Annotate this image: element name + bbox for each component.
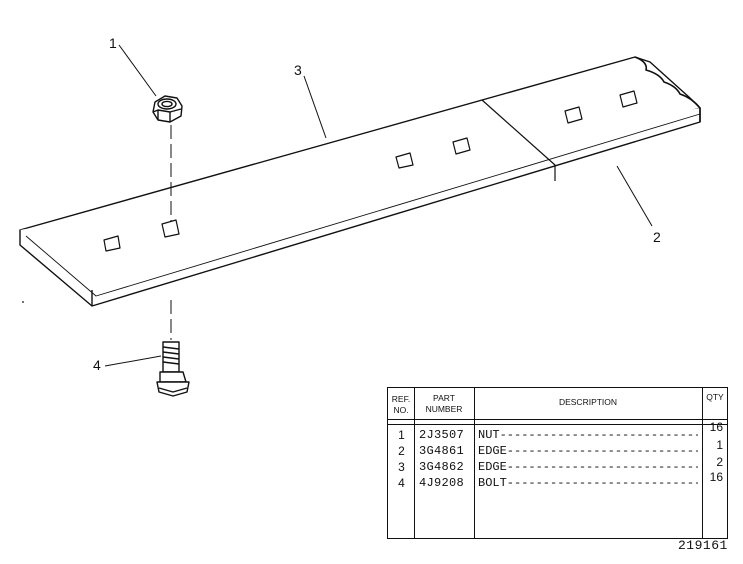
leader-4 <box>104 355 162 367</box>
row-ref: 3 <box>398 460 405 474</box>
nut-part <box>152 95 183 123</box>
row-description: NUT-------------------------------------… <box>478 428 698 442</box>
leader-2 <box>616 165 653 227</box>
table-row: 4 4J9208 BOLT---------------------------… <box>388 470 727 492</box>
broken-end <box>634 56 701 122</box>
parts-table: REF. NO. PART NUMBER DESCRIPTION QTY 1 2… <box>387 387 728 539</box>
callout-4: 4 <box>93 357 101 373</box>
row-part-number: 4J9208 <box>419 476 465 490</box>
row-qty: 1 <box>716 438 723 452</box>
row-ref: 2 <box>398 444 405 458</box>
header-description: DESCRIPTION <box>558 397 618 407</box>
bolt-part <box>156 341 190 397</box>
header-qty: QTY <box>706 392 724 402</box>
row-part-number: 2J3507 <box>419 428 465 442</box>
header-ref: REF. NO. <box>391 394 411 415</box>
callout-1: 1 <box>109 35 117 51</box>
edge-seam <box>481 99 556 181</box>
row-qty: 2 <box>716 455 723 469</box>
row-ref: 4 <box>398 476 405 490</box>
table-row: 3 3G4862 EDGE---------------------------… <box>388 455 727 476</box>
header-part-number: PART NUMBER <box>425 393 463 414</box>
row-qty: 16 <box>709 470 723 484</box>
table-row: 2 3G4861 EDGE---------------------------… <box>388 438 727 460</box>
callout-2: 2 <box>653 229 661 245</box>
row-ref: 1 <box>398 428 405 442</box>
leader-3 <box>303 75 327 139</box>
table-row: 1 2J3507 NUT----------------------------… <box>388 420 727 444</box>
leader-1 <box>118 44 157 97</box>
callout-3: 3 <box>294 62 302 78</box>
row-qty: 16 <box>709 420 723 434</box>
row-part-number: 3G4862 <box>419 460 465 474</box>
row-description: EDGE------------------------------------… <box>478 444 698 458</box>
row-part-number: 3G4861 <box>419 444 465 458</box>
drawing-number: 219161 <box>678 538 728 553</box>
row-description: EDGE------------------------------------… <box>478 460 698 474</box>
bolt-holes <box>103 90 638 252</box>
row-description: BOLT------------------------------------… <box>478 476 698 490</box>
